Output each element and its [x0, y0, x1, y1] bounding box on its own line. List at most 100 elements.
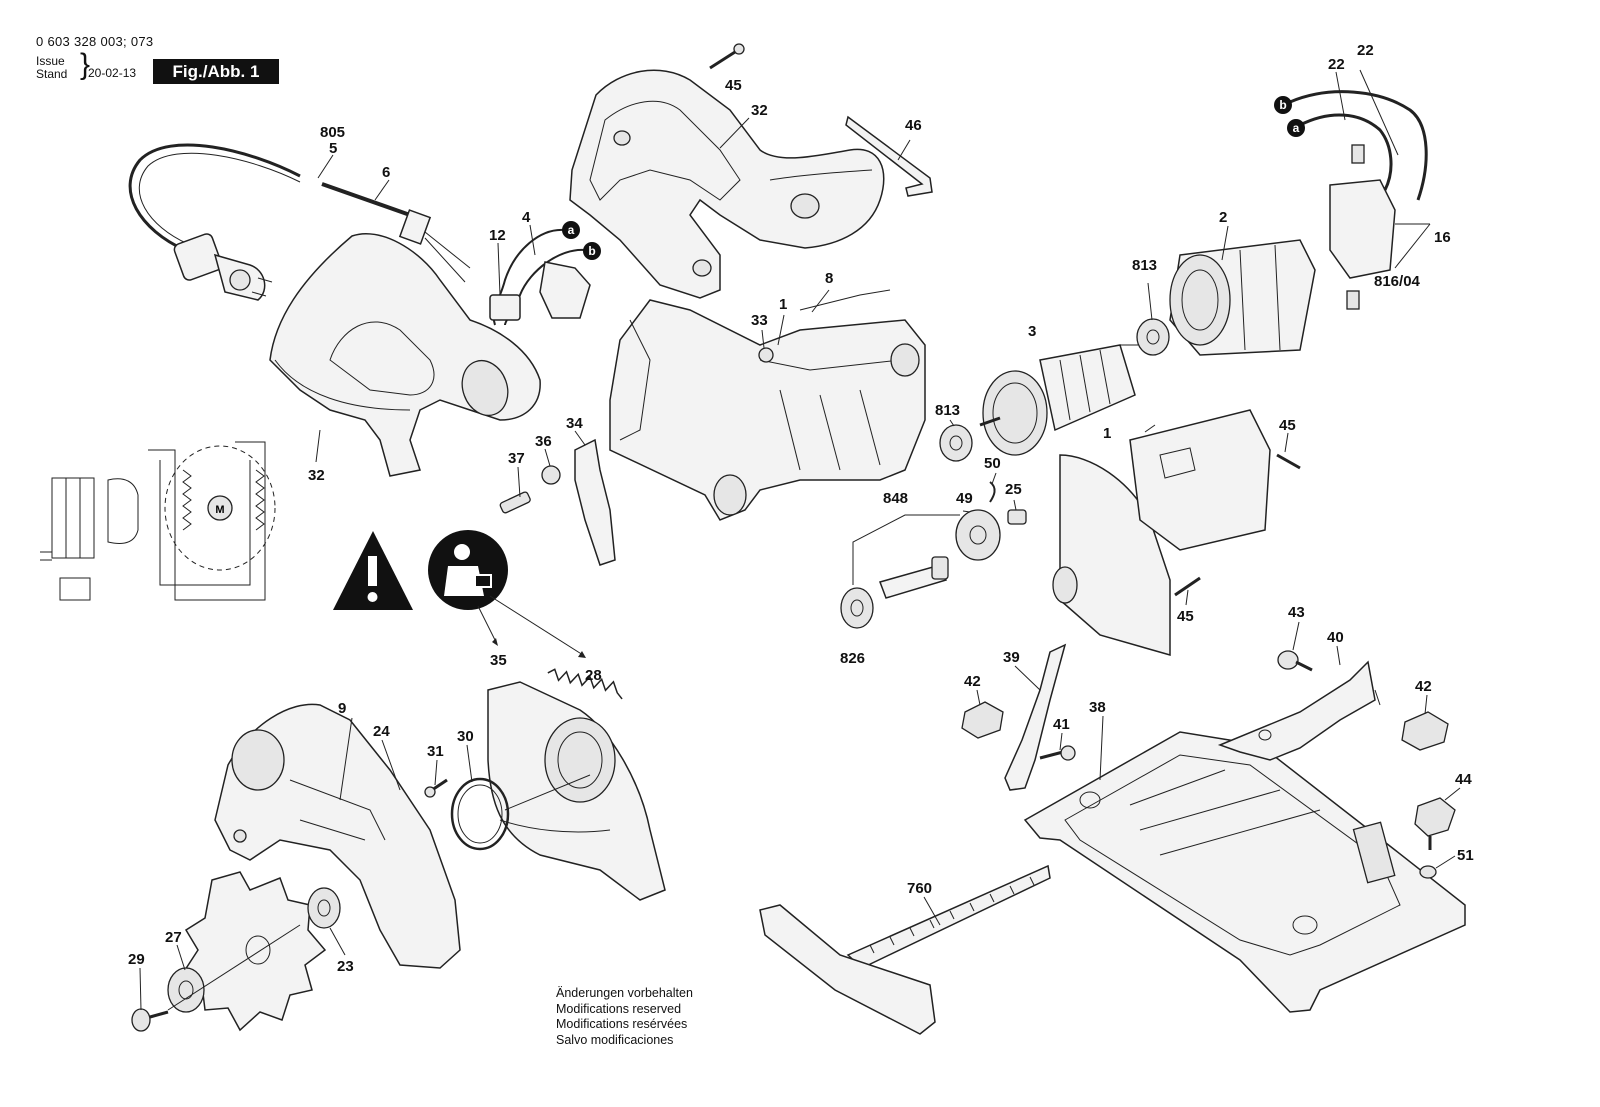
field-stator-2 — [1169, 239, 1316, 356]
label-22-lower: 22 — [1328, 56, 1345, 73]
notice-line-de: Änderungen vorbehalten — [556, 986, 693, 1000]
marker-a-right: a — [1293, 121, 1300, 135]
label-25: 25 — [1005, 481, 1022, 498]
marker-b-right: b — [1279, 98, 1286, 112]
label-8: 8 — [825, 270, 833, 287]
label-28: 28 — [585, 667, 602, 684]
label-41: 41 — [1053, 716, 1070, 733]
screw-31 — [424, 778, 448, 798]
ring-30 — [450, 777, 510, 851]
gear-49 — [955, 509, 1001, 561]
lower-guard-35 — [487, 681, 666, 901]
wire-markers: a b a b — [562, 96, 1305, 260]
washer-51 — [1419, 865, 1437, 879]
label-813-upper: 813 — [1132, 257, 1157, 274]
label-24: 24 — [373, 723, 390, 740]
upper-guard-24 — [214, 703, 461, 969]
bracket-40 — [1217, 660, 1376, 761]
brush-holder-16 — [1329, 144, 1431, 310]
shaft-848 — [879, 556, 949, 599]
handle-left-32 — [269, 232, 541, 477]
flange-23 — [307, 887, 341, 929]
issue-label: Issue — [36, 54, 65, 68]
power-cord — [128, 143, 471, 301]
label-42-left: 42 — [964, 673, 981, 690]
parallel-guide-760 — [759, 864, 1051, 1035]
label-38: 38 — [1089, 699, 1106, 716]
screw-37 — [499, 491, 531, 514]
washer-36 — [541, 465, 561, 485]
label-23: 23 — [337, 958, 354, 975]
label-31: 31 — [427, 743, 444, 760]
label-848: 848 — [883, 490, 908, 507]
label-12: 12 — [489, 227, 506, 244]
leader-lines — [139, 69, 1461, 1011]
bearing-813-upper — [1136, 318, 1170, 356]
label-32-top: 32 — [751, 102, 768, 119]
label-6: 6 — [382, 164, 390, 181]
knob-42-right — [1401, 711, 1449, 751]
motor-m-letter: M — [215, 504, 224, 516]
bearing-813-lower — [939, 424, 973, 462]
bolt-41 — [1039, 745, 1076, 761]
bevel-scale-39 — [1004, 643, 1067, 791]
label-2: 2 — [1219, 209, 1227, 226]
motor-schematic-icon: M — [40, 441, 276, 601]
housing-top-32 — [569, 69, 885, 299]
screw-45-right — [1276, 453, 1301, 470]
spring-28 — [547, 668, 623, 700]
label-50: 50 — [984, 455, 1001, 472]
bearing-826 — [840, 587, 874, 629]
bracket-848 — [852, 514, 960, 585]
label-33: 33 — [751, 312, 768, 329]
label-30: 30 — [457, 728, 474, 745]
brace-glyph: } — [80, 48, 91, 81]
knob-44 — [1414, 797, 1456, 850]
label-27: 27 — [165, 929, 182, 946]
armature-3 — [979, 344, 1160, 456]
nut-33 — [758, 347, 774, 363]
notice-line-fr: Modifications resérvées — [556, 1017, 688, 1031]
pin-25 — [1007, 509, 1027, 525]
label-5: 5 — [329, 140, 337, 157]
issue-stand-labels: Issue Stand — [36, 55, 67, 81]
label-16: 16 — [1434, 229, 1451, 246]
label-3: 3 — [1028, 323, 1036, 340]
label-32-left: 32 — [308, 467, 325, 484]
switch-assembly — [489, 228, 591, 326]
label-45-right: 45 — [1279, 417, 1296, 434]
label-816-04: 816/04 — [1374, 273, 1421, 290]
knob-42-left — [961, 701, 1004, 739]
label-9: 9 — [338, 700, 346, 717]
label-760: 760 — [907, 880, 932, 897]
label-44: 44 — [1455, 771, 1472, 788]
issue-date: 20-02-13 — [88, 66, 137, 80]
base-plate-38 — [1023, 731, 1466, 1013]
label-805: 805 — [320, 124, 345, 141]
marker-b-left: b — [588, 244, 595, 258]
label-45-top: 45 — [725, 77, 742, 94]
label-29: 29 — [128, 951, 145, 968]
label-46: 46 — [905, 117, 922, 134]
screw-29 — [131, 1008, 169, 1032]
label-37: 37 — [508, 450, 525, 467]
label-39: 39 — [1003, 649, 1020, 666]
label-35: 35 — [490, 652, 507, 669]
screw-43 — [1277, 650, 1313, 672]
hex-key-46 — [845, 115, 933, 197]
saw-blade — [184, 871, 327, 1032]
clip-50 — [989, 481, 996, 503]
screw-45-top — [709, 43, 745, 70]
label-4: 4 — [522, 209, 531, 226]
lever-34 — [574, 438, 616, 566]
modification-notice: Änderungen vorbehalten Modifications res… — [556, 986, 693, 1048]
label-40: 40 — [1327, 629, 1344, 646]
figure-label: Fig./Abb. 1 — [153, 59, 279, 84]
document-number: 0 603 328 003; 073 — [36, 34, 154, 49]
marker-a-left: a — [568, 223, 575, 237]
part-labels: 805 5 6 4 12 32 45 32 46 22 22 16 2 816/… — [128, 42, 1474, 975]
label-22-upper: 22 — [1357, 42, 1374, 59]
label-43: 43 — [1288, 604, 1305, 621]
